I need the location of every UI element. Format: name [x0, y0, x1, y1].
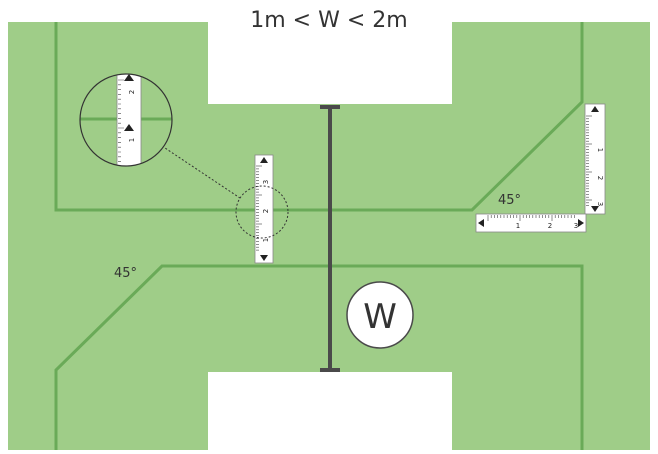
- ruler-right-vertical-ticks: [586, 115, 592, 206]
- magnifier: 2 1: [79, 73, 173, 167]
- width-badge: W: [346, 281, 414, 349]
- ruler-right-v-label-3: 3: [596, 202, 604, 206]
- lower-boundary-line: [54, 264, 584, 450]
- ruler-right-horizontal: 1 2 3: [475, 213, 587, 233]
- focus-circle: [235, 185, 289, 239]
- page-title: 1m < W < 2m: [250, 8, 407, 33]
- magnifier-label-1: 1: [128, 138, 136, 142]
- ruler-vertical-center: 3 2 1: [254, 154, 274, 264]
- angle-label-left: 45°: [114, 266, 137, 281]
- ruler-center-label-2: 2: [262, 209, 270, 213]
- ruler-center-label-3: 3: [262, 180, 270, 184]
- magnifier-ticks: [118, 79, 124, 162]
- ruler-vertical-center-ticks: [256, 165, 262, 251]
- upper-boundary-line: [54, 22, 584, 212]
- ruler-right-h-label-2: 2: [548, 222, 552, 230]
- ruler-right-h-label-3: 3: [574, 222, 578, 230]
- ruler-right-horizontal-ticks: [487, 215, 575, 221]
- ruler-right-h-label-1: 1: [516, 222, 520, 230]
- ruler-right-vertical: 1 2 3: [584, 103, 606, 215]
- width-badge-label: W: [363, 297, 397, 337]
- ruler-right-v-label-1: 1: [596, 148, 604, 152]
- ruler-right-v-label-2: 2: [596, 176, 604, 180]
- magnifier-label-2: 2: [128, 90, 136, 94]
- width-dimension: [320, 105, 340, 372]
- angle-label-right: 45°: [498, 193, 521, 208]
- field-lines: [54, 22, 584, 450]
- ruler-center-label-1: 1: [262, 238, 270, 242]
